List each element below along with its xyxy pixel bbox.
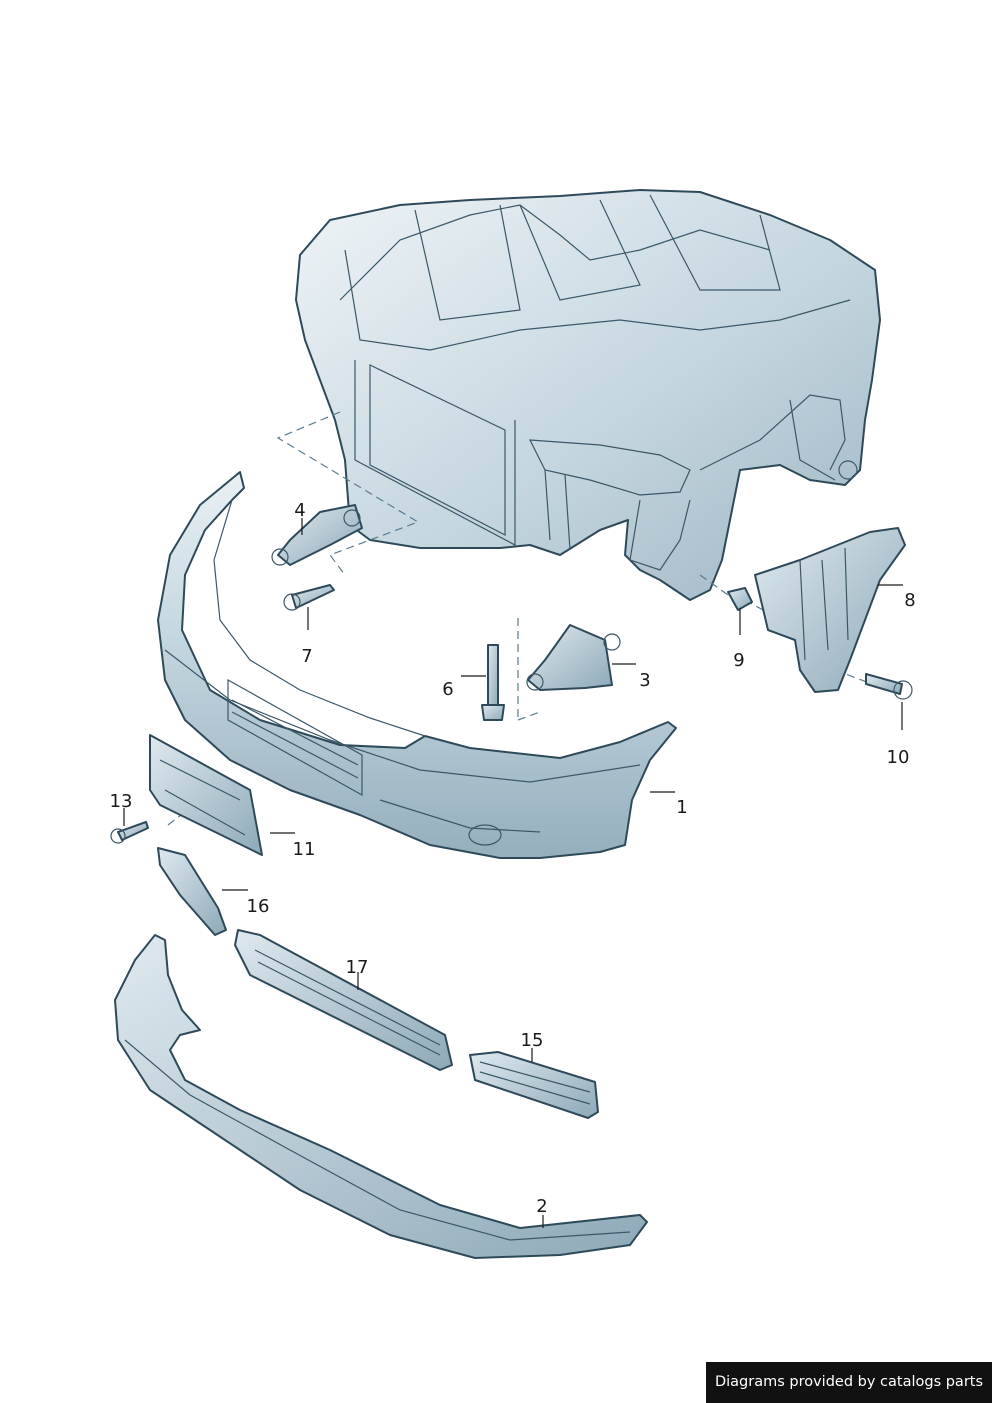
part-8-side-bracket <box>754 527 906 693</box>
part-3-mounting-guide <box>526 624 621 691</box>
part-13-screw <box>110 821 149 844</box>
callout-1: 1 <box>676 797 687 818</box>
part-11-license-plate-holder <box>149 734 263 856</box>
callout-10: 10 <box>887 747 910 768</box>
part-15-side-grille <box>469 1051 599 1119</box>
callout-11: 11 <box>293 839 316 860</box>
callout-17: 17 <box>346 957 369 978</box>
vehicle-body-shell <box>295 189 881 601</box>
callout-2: 2 <box>536 1196 547 1217</box>
callout-7: 7 <box>301 646 312 667</box>
callout-labels: 1 2 3 4 6 7 8 9 10 11 13 15 16 17 <box>110 500 916 1217</box>
credit-banner: Diagrams provided by catalogs parts <box>706 1362 992 1403</box>
callout-9: 9 <box>733 650 744 671</box>
leader-lines <box>123 518 903 1228</box>
part-1-bumper-cover <box>157 471 677 859</box>
callout-8: 8 <box>904 590 915 611</box>
callout-4: 4 <box>294 500 305 521</box>
part-10-screw <box>865 673 913 700</box>
callout-16: 16 <box>247 896 270 917</box>
callout-3: 3 <box>639 670 650 691</box>
part-16-trim-strip <box>157 847 227 936</box>
part-6-bolt <box>481 644 505 721</box>
part-17-center-grille <box>234 929 453 1071</box>
part-7-screw <box>283 584 335 611</box>
callout-13: 13 <box>110 791 133 812</box>
part-4-mounting-guide <box>271 504 363 566</box>
callout-6: 6 <box>442 679 453 700</box>
part-9-clip-nut <box>727 587 753 611</box>
part-2-lower-spoiler <box>114 934 648 1259</box>
callout-15: 15 <box>521 1030 544 1051</box>
